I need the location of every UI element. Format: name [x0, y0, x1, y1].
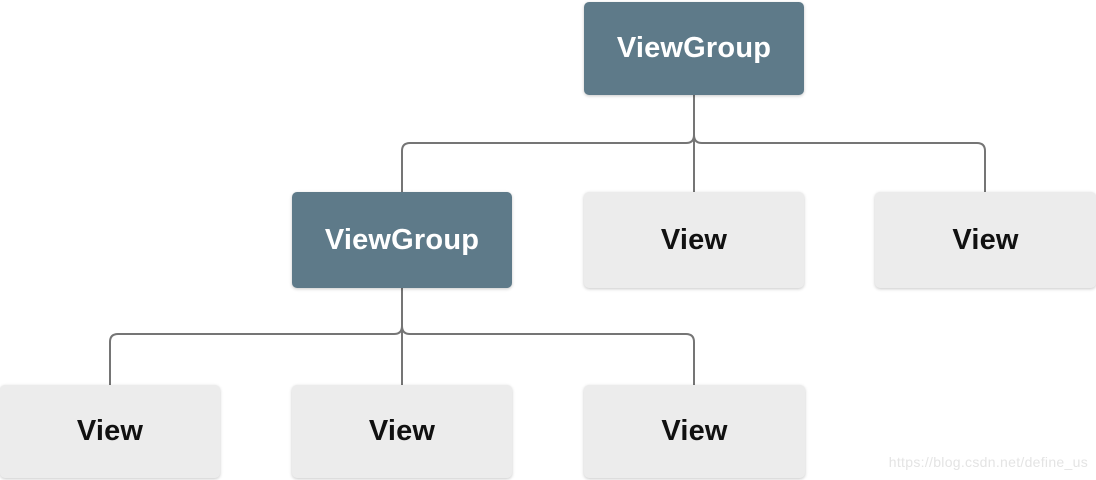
node-vg-2: ViewGroup: [292, 192, 512, 288]
tree-edge: [109, 288, 403, 385]
node-root: ViewGroup: [584, 2, 804, 95]
tree-edge: [401, 95, 695, 192]
tree-edge: [693, 95, 986, 192]
node-label: View: [952, 223, 1019, 256]
node-label: View: [660, 223, 728, 256]
node-label: ViewGroup: [324, 223, 480, 256]
node-label: ViewGroup: [616, 32, 772, 64]
node-view-2: View: [875, 192, 1096, 288]
tree-edge: [401, 288, 695, 385]
node-view-1: View: [584, 192, 804, 288]
node-view-5: View: [584, 385, 805, 478]
node-label: View: [76, 415, 144, 447]
watermark: https://blog.csdn.net/define_us: [888, 454, 1088, 470]
node-label: View: [368, 415, 436, 447]
node-view-3: View: [0, 385, 220, 478]
node-label: View: [661, 415, 728, 447]
node-view-4: View: [292, 385, 512, 478]
